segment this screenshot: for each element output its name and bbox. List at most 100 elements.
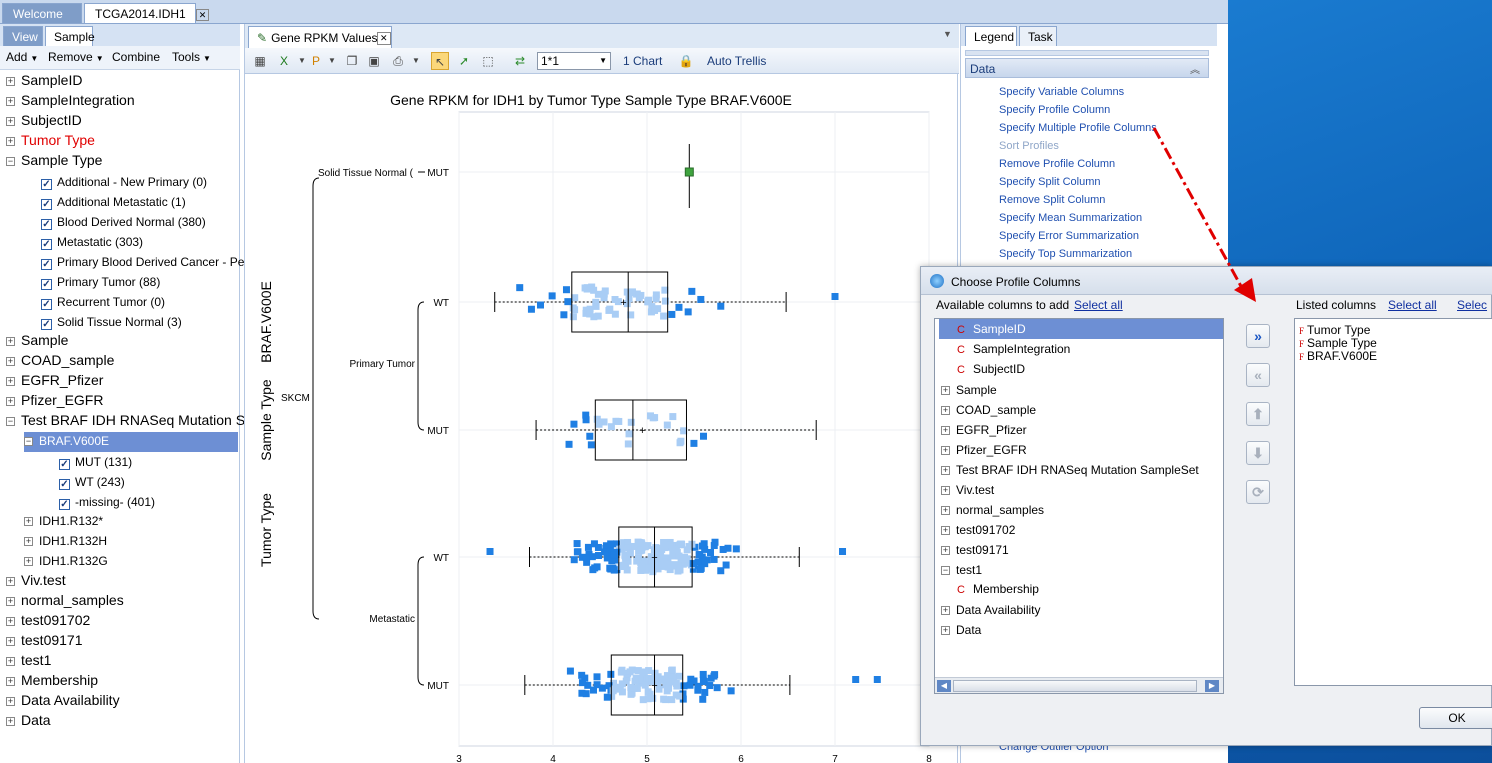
list-item[interactable]: +test09171 — [941, 543, 1009, 557]
tree-option[interactable]: ✓-missing- (401) — [59, 495, 156, 510]
tab-legend[interactable]: Legend — [965, 26, 1017, 46]
link-remove-profile-column[interactable]: Remove Profile Column — [999, 158, 1116, 170]
tree-option[interactable]: ✓Primary Tumor (88) — [41, 275, 161, 290]
expand-icon[interactable]: + — [6, 696, 15, 706]
link-specify-variable-columns[interactable]: Specify Variable Columns — [999, 86, 1125, 98]
expand-icon[interactable]: + — [6, 596, 15, 606]
tree-option[interactable]: ✓Solid Tissue Normal (3) — [41, 315, 182, 330]
expand-icon[interactable]: + — [941, 465, 950, 475]
expand-icon[interactable]: + — [6, 636, 15, 646]
tree-item-sample-type[interactable]: −Sample Type — [6, 152, 103, 168]
chevron-down-icon[interactable]: ▼ — [943, 29, 952, 39]
move-up-button[interactable]: ⬆ — [1246, 402, 1270, 426]
data-section-header[interactable]: Data ︽ — [965, 58, 1209, 78]
listed-select-none-link[interactable]: Selec — [1457, 298, 1488, 312]
link-sort-profiles[interactable]: Sort Profiles — [999, 140, 1059, 152]
close-icon[interactable]: ✕ — [377, 32, 391, 45]
tree-item-sampleintegration[interactable]: +SampleIntegration — [6, 92, 135, 108]
checkbox-checked-icon[interactable]: ✓ — [41, 319, 52, 330]
expand-icon[interactable]: + — [941, 605, 950, 615]
close-icon[interactable]: ✕ — [195, 9, 210, 21]
select-icon[interactable]: ➚ — [458, 54, 470, 68]
tab-sample[interactable]: Sample — [45, 26, 95, 46]
list-item[interactable]: +Test BRAF IDH RNASeq Mutation SampleSet — [941, 463, 1199, 477]
expand-icon[interactable]: + — [6, 396, 15, 406]
expand-icon[interactable]: + — [941, 405, 950, 415]
tree-option[interactable]: ✓Recurrent Tumor (0) — [41, 295, 166, 310]
checkbox-checked-icon[interactable]: ✓ — [41, 299, 52, 310]
expand-icon[interactable]: + — [941, 625, 950, 635]
tree-item-pfizer-egfr[interactable]: +Pfizer_EGFR — [6, 392, 104, 408]
tree-item-sample[interactable]: +Sample — [6, 332, 69, 348]
link-specify-multiple-profile-columns[interactable]: Specify Multiple Profile Columns — [999, 122, 1157, 134]
menu-add[interactable]: Add▼ — [6, 50, 39, 64]
checkbox-checked-icon[interactable]: ✓ — [59, 479, 70, 490]
tab-gene-rpkm-values[interactable]: ✎Gene RPKM Values ✕ — [248, 26, 392, 48]
tree-item-egfr-pfizer[interactable]: +EGFR_Pfizer — [6, 372, 104, 388]
tree-item-data[interactable]: +Data — [6, 712, 51, 728]
horizontal-scrollbar[interactable]: ◀ ▶ — [935, 677, 1223, 693]
collapse-icon[interactable]: − — [6, 416, 15, 426]
expand-icon[interactable]: + — [6, 336, 15, 346]
checkbox-checked-icon[interactable]: ✓ — [59, 459, 70, 470]
pointer-icon[interactable]: ↖ — [431, 52, 449, 70]
menu-combine[interactable]: Combine — [112, 50, 161, 64]
lock-icon[interactable]: 🔒 — [678, 54, 694, 68]
auto-trellis-button[interactable]: Auto Trellis — [707, 54, 767, 68]
expand-icon[interactable]: + — [941, 505, 950, 515]
collapse-icon[interactable]: − — [24, 436, 33, 446]
expand-icon[interactable]: + — [941, 545, 950, 555]
menu-tools[interactable]: Tools▼ — [172, 50, 211, 64]
tree-item-data-availability[interactable]: +Data Availability — [6, 692, 120, 708]
expand-icon[interactable]: + — [6, 356, 15, 366]
tree-item-subjectid[interactable]: +SubjectID — [6, 112, 82, 128]
link-specify-profile-column[interactable]: Specify Profile Column — [999, 104, 1111, 116]
link-remove-split-column[interactable]: Remove Split Column — [999, 194, 1106, 206]
list-item[interactable]: +normal_samples — [941, 503, 1045, 517]
link-specify-split-column[interactable]: Specify Split Column — [999, 176, 1101, 188]
refresh-button[interactable]: ⟳ — [1246, 480, 1270, 504]
link-specify-error-summarization[interactable]: Specify Error Summarization — [999, 230, 1139, 242]
expand-icon[interactable]: + — [6, 676, 15, 686]
tree-item-test1[interactable]: +test1 — [6, 652, 52, 668]
remove-columns-button[interactable]: « — [1246, 363, 1270, 387]
tree-option[interactable]: ✓WT (243) — [59, 475, 125, 490]
expand-icon[interactable]: + — [941, 445, 950, 455]
tree-item-test09171[interactable]: +test09171 — [6, 632, 83, 648]
tree-item-idh1-r132g[interactable]: +IDH1.R132G — [24, 554, 108, 568]
expand-icon[interactable]: + — [941, 385, 950, 395]
copy-icon[interactable]: ❐ — [346, 54, 358, 68]
tree-option[interactable]: ✓Primary Blood Derived Cancer - Periph — [41, 255, 265, 270]
ok-button[interactable]: OK — [1419, 707, 1492, 729]
expand-icon[interactable]: + — [24, 516, 33, 526]
move-down-button[interactable]: ⬇ — [1246, 441, 1270, 465]
chevron-down-icon[interactable]: ▼ — [298, 56, 306, 65]
tree-item-membership[interactable]: +Membership — [6, 672, 99, 688]
refresh-icon[interactable]: ⇄ — [514, 54, 526, 68]
properties-icon[interactable]: ▦ — [254, 54, 266, 68]
expand-icon[interactable]: + — [941, 425, 950, 435]
link-specify-top-summarization[interactable]: Specify Top Summarization — [999, 248, 1133, 260]
list-item[interactable]: −test1 — [941, 563, 983, 577]
tree-option[interactable]: ✓Additional - New Primary (0) — [41, 175, 208, 190]
tree-item-idh1-r132[interactable]: +IDH1.R132* — [24, 514, 104, 528]
expand-icon[interactable]: + — [6, 656, 15, 666]
collapse-icon[interactable]: − — [941, 565, 950, 575]
tab-tcga2014-idh1[interactable]: TCGA2014.IDH1✕ — [84, 3, 210, 23]
chevron-down-icon[interactable]: ▼ — [412, 56, 420, 65]
ppt-export-icon[interactable]: P — [311, 54, 320, 68]
expand-icon[interactable]: + — [6, 576, 15, 586]
available-select-all-link[interactable]: Select all — [1074, 298, 1123, 312]
tab-view[interactable]: View — [3, 26, 43, 46]
tree-item-idh1-r132h[interactable]: +IDH1.R132H — [24, 534, 108, 548]
tree-item-braf-v600e[interactable]: −BRAF.V600E — [24, 432, 238, 452]
list-item[interactable]: +Data Availability — [941, 603, 1041, 617]
tree-item-tumor-type[interactable]: +Tumor Type — [6, 132, 95, 148]
